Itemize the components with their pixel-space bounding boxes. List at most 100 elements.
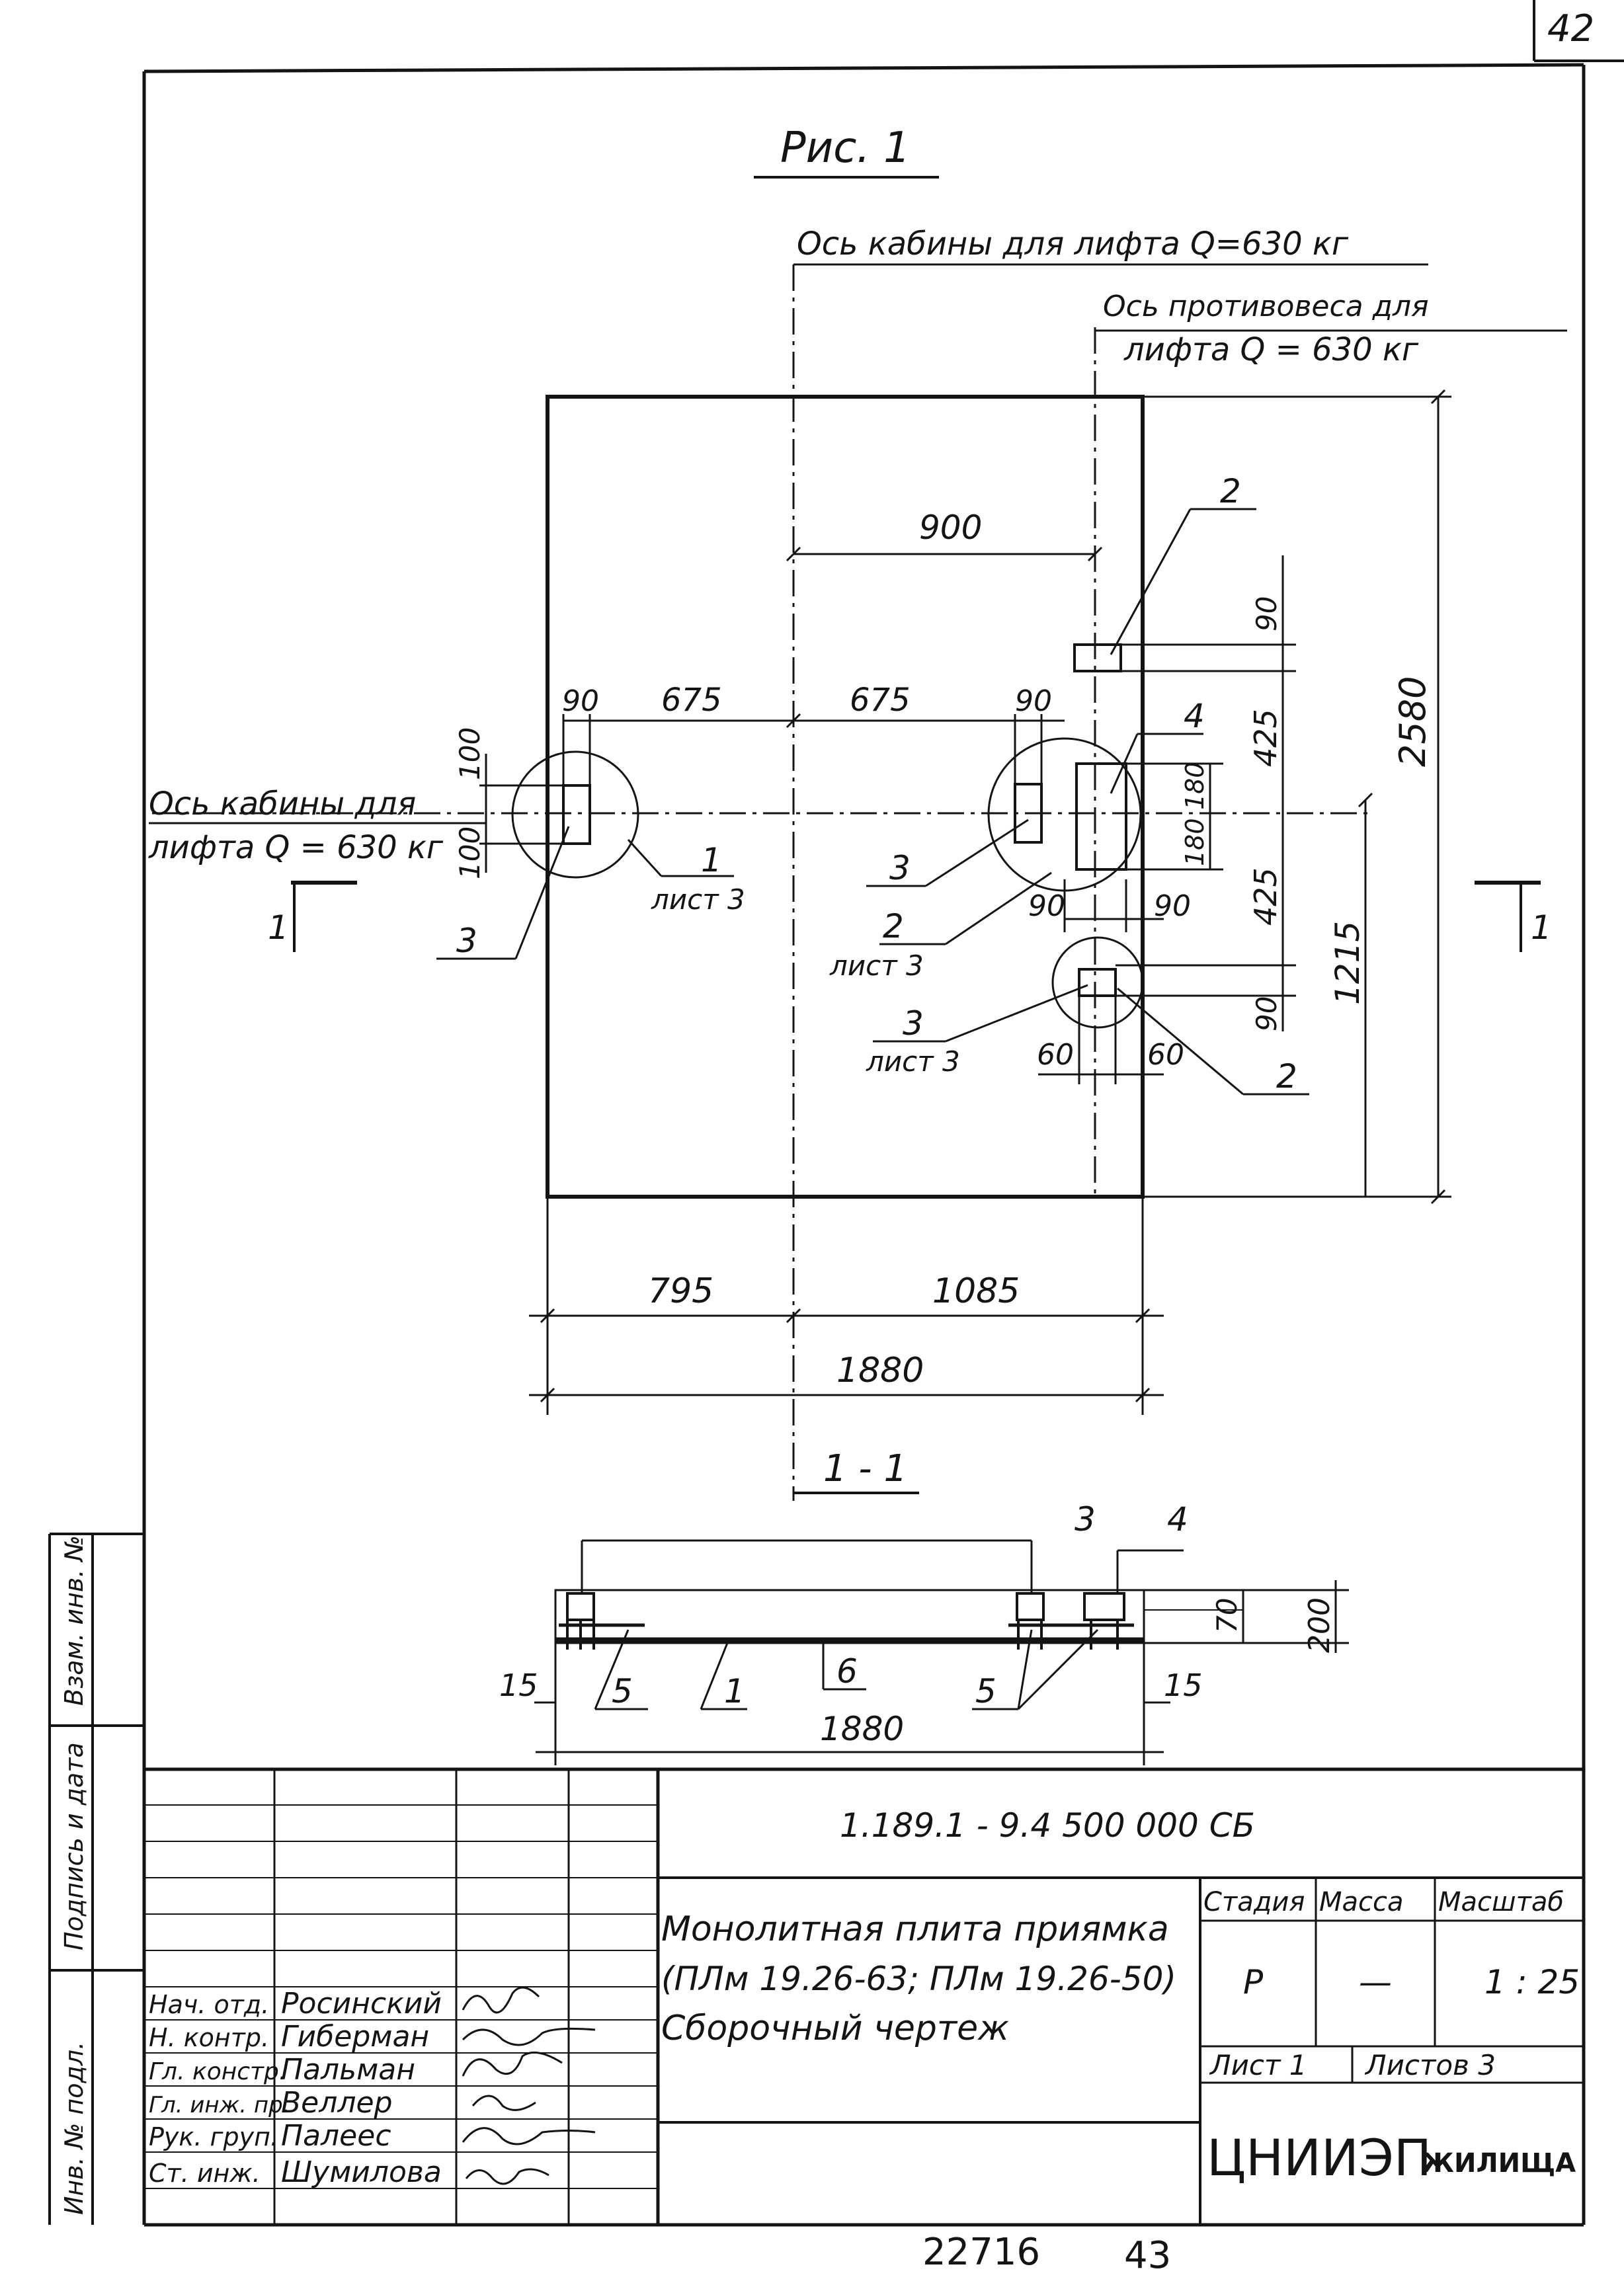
section-mark-4: 4 [1167, 1500, 1188, 1539]
callout-2-top: 2 [1220, 472, 1241, 510]
dim-90-low-right: 90 [1250, 996, 1283, 1031]
page-number-bottom: 43 [1124, 2234, 1171, 2277]
dim-795: 795 [648, 1271, 713, 1311]
section-title: 1 - 1 [823, 1447, 907, 1490]
callout-1-sheet: лист 3 [651, 883, 745, 916]
dim-675-left: 675 [661, 682, 722, 719]
name-1: Росинский [281, 1987, 442, 2021]
sheet-frame [48, 0, 1624, 2227]
dim-90-mid-bottom-right: 90 [1154, 889, 1191, 923]
callout-3-low-sheet: лист 3 [866, 1045, 960, 1078]
name-3: Пальман [281, 2053, 415, 2087]
detail-circle-left [511, 750, 639, 879]
signature-2 [462, 2027, 596, 2046]
figure-title: Рис. 1 [780, 124, 911, 173]
scale-header: Масштаб [1438, 1887, 1564, 1917]
dim-2580: 2580 [1392, 676, 1434, 767]
stage-value: Р [1243, 1963, 1264, 2001]
stamp-podpis-data: Подпись и дата [60, 1742, 89, 1950]
signature-1 [462, 1986, 540, 2014]
mass-value: — [1359, 1963, 1392, 2001]
callout-2-mid-sheet: лист 3 [829, 949, 924, 982]
title-block-grid [144, 1767, 1584, 2225]
role-4: Гл. инж. пр. [149, 2092, 290, 2118]
dim-1880-plan: 1880 [836, 1351, 924, 1390]
dim-90-left: 90 [562, 684, 599, 718]
dim-1215: 1215 [1328, 921, 1367, 1005]
signature-3 [462, 2051, 563, 2077]
page-number-top: 42 [1547, 7, 1594, 50]
sheets-label: Листов 3 [1364, 2049, 1496, 2081]
callout-3-left: 3 [456, 922, 477, 960]
section-dim-1880: 1880 [820, 1710, 904, 1748]
dim-675-right: 675 [850, 682, 911, 719]
dim-900: 900 [919, 508, 982, 547]
callout-3-mid: 3 [889, 849, 911, 887]
detail-circle-mid [987, 737, 1142, 892]
plate-low [1078, 968, 1117, 997]
section-mark-left: 1 [268, 908, 289, 947]
cabin-axis-left-label-1: Ось кабины для [149, 785, 416, 822]
sheet-label: Лист 1 [1209, 2049, 1307, 2081]
signature-6 [465, 2168, 549, 2185]
dim-90-mid-bottom-left: 90 [1028, 889, 1065, 923]
dim-60-right: 60 [1147, 1038, 1184, 1072]
role-3: Гл. констр. [149, 2058, 286, 2085]
plate-mid-large [1075, 762, 1127, 871]
name-5: Палеес [281, 2119, 391, 2153]
plate-left [562, 784, 591, 845]
callout-4: 4 [1184, 697, 1205, 735]
section-mark-right: 1 [1531, 908, 1552, 947]
section-dim-70: 70 [1211, 1598, 1243, 1633]
archive-number: 22716 [922, 2231, 1040, 2274]
section-mark-1: 1 [724, 1672, 745, 1710]
counterweight-axis-label-1: Ось противовеса для [1103, 290, 1429, 323]
signature-4 [471, 2095, 536, 2111]
role-6: Ст. инж. [149, 2159, 261, 2188]
dim-425-top: 425 [1248, 709, 1283, 767]
stamp-inv-podl: Инв. № подл. [60, 2042, 89, 2215]
dim-1085: 1085 [932, 1271, 1020, 1311]
stage-header: Стадия [1203, 1887, 1305, 1917]
section-mark-3: 3 [1075, 1500, 1096, 1539]
section-dim-200: 200 [1303, 1597, 1336, 1653]
callout-1: 1 [701, 841, 722, 879]
name-6: Шумилова [281, 2155, 442, 2189]
title-line-1: Монолитная плита приямка [661, 1909, 1169, 1949]
role-1: Нач. отд. [149, 1990, 269, 2019]
scale-value: 1 : 25 [1484, 1963, 1580, 2001]
doc-code: 1.189.1 - 9.4 500 000 СБ [840, 1806, 1255, 1845]
signatures [462, 1986, 596, 2185]
title-line-2: (ПЛм 19.26-63; ПЛм 19.26-50) [661, 1960, 1176, 1998]
mass-header: Масса [1319, 1887, 1404, 1917]
dim-100-bottom: 100 [454, 826, 486, 879]
org-main: ЦНИИЭП [1207, 2128, 1432, 2187]
dim-100-top: 100 [454, 727, 486, 780]
plate-top [1073, 643, 1122, 672]
section-dim-15-left: 15 [499, 1667, 538, 1703]
dim-180-bottom: 180 [1180, 818, 1209, 866]
role-2: Н. контр. [149, 2023, 269, 2052]
section-mark-6: 6 [836, 1652, 858, 1691]
cabin-axis-top-label: Ось кабины для лифта Q=630 кг [797, 225, 1349, 262]
callout-2-low: 2 [1276, 1057, 1297, 1096]
dim-90-mid: 90 [1015, 684, 1052, 718]
section-dim-15-right: 15 [1164, 1667, 1203, 1703]
slab-outline [546, 395, 1145, 1199]
name-2: Гиберман [281, 2020, 429, 2054]
plate-mid-small [1014, 783, 1043, 844]
dim-425-bottom: 425 [1248, 867, 1283, 926]
role-5: Рук. груп. [149, 2122, 278, 2151]
section-mark-5-right: 5 [975, 1672, 996, 1710]
section-slab [554, 1589, 1145, 1644]
detail-circle-low [1051, 936, 1144, 1029]
dim-180-top: 180 [1180, 762, 1209, 810]
callout-3-low: 3 [903, 1004, 924, 1043]
dim-90-top-right: 90 [1250, 596, 1283, 631]
org-sub: ЖИЛИЩА [1422, 2148, 1576, 2179]
callout-2-mid: 2 [883, 907, 904, 945]
counterweight-axis-label-2: лифта Q = 630 кг [1123, 331, 1419, 368]
name-4: Веллер [281, 2086, 393, 2120]
section-mark-5-left: 5 [612, 1672, 633, 1710]
